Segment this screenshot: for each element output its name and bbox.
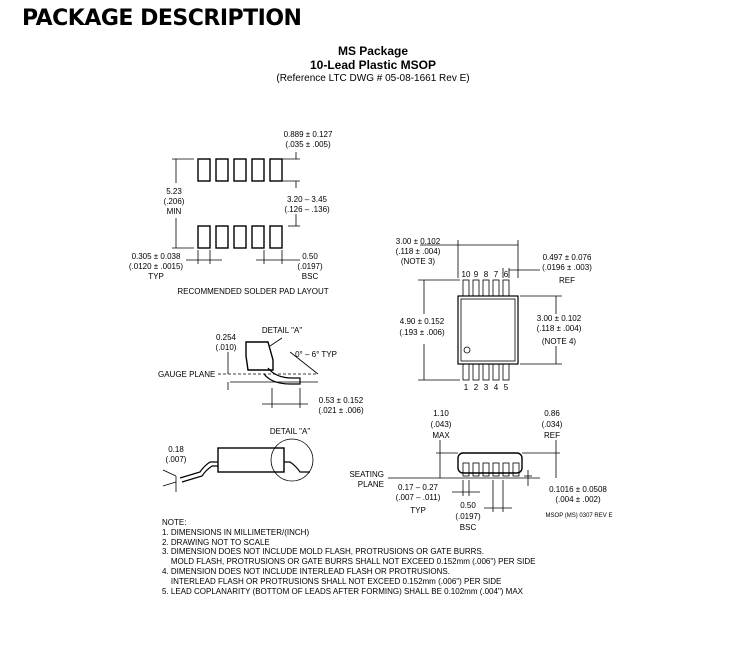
side-pitch-note: BSC bbox=[460, 523, 477, 532]
pad-width-note: TYP bbox=[148, 272, 164, 281]
pin-number: 6 bbox=[504, 270, 509, 279]
pin-numbers-top: 10 9 8 7 6 bbox=[462, 270, 509, 279]
notes-heading: NOTE: bbox=[162, 518, 187, 527]
seating-plane-label-2: PLANE bbox=[358, 480, 384, 489]
page-title: PACKAGE DESCRIPTION bbox=[22, 6, 302, 31]
package-name: MS Package bbox=[337, 44, 409, 58]
top-length-in: (.193 ± .006) bbox=[399, 328, 445, 337]
note-line: 2. DRAWING NOT TO SCALE bbox=[162, 537, 270, 547]
gauge-plane-label: GAUGE PLANE bbox=[158, 370, 215, 379]
detail-a-callout: DETAIL "A" bbox=[270, 427, 311, 436]
lead-thickness-note: TYP bbox=[410, 506, 426, 515]
seating-plane-label: SEATING bbox=[349, 470, 384, 479]
foot-length-mm: 0.53 ± 0.152 bbox=[319, 396, 364, 405]
standoff-note: REF bbox=[544, 431, 560, 440]
standoff-in: (.034) bbox=[542, 420, 563, 429]
pad-pitch-note: BSC bbox=[302, 272, 319, 281]
solder-pad-layout: 0.889 ± 0.127 (.035 ± .005) 5.23 (.206) … bbox=[129, 130, 333, 296]
notes: NOTE: 1. DIMENSIONS IN MILLIMETER/(INCH)… bbox=[162, 518, 535, 596]
pad-pitch-in: (.0197) bbox=[297, 262, 323, 271]
gauge-mm: 0.254 bbox=[216, 333, 237, 342]
side-pitch-in: (.0197) bbox=[455, 512, 481, 521]
package-subtitle: 10-Lead Plastic MSOP bbox=[309, 58, 437, 72]
pad-gap-mm: 3.20 – 3.45 bbox=[287, 195, 328, 204]
note-line: 1. DIMENSIONS IN MILLIMETER/(INCH) bbox=[162, 527, 310, 537]
pin-number: 8 bbox=[484, 270, 489, 279]
pad-height-in: (.206) bbox=[164, 197, 185, 206]
detail-a-label: DETAIL "A" bbox=[262, 326, 303, 335]
solder-pad-caption: RECOMMENDED SOLDER PAD LAYOUT bbox=[177, 287, 328, 296]
note-line: INTERLEAD FLASH OR PROTRUSIONS SHALL NOT… bbox=[162, 576, 502, 586]
top-width-note: (NOTE 3) bbox=[401, 257, 436, 266]
lead-width-in: (.0196 ± .003) bbox=[542, 263, 592, 272]
solder-pads-top bbox=[197, 158, 283, 182]
note-line: 4. DIMENSION DOES NOT INCLUDE INTERLEAD … bbox=[162, 566, 450, 576]
pin-number: 5 bbox=[504, 383, 509, 392]
foot-length-in: (.021 ± .006) bbox=[318, 406, 364, 415]
side-height-in: (.043) bbox=[431, 420, 452, 429]
top-view-leads-top bbox=[462, 279, 510, 297]
note-line: 5. LEAD COPLANARITY (BOTTOM OF LEADS AFT… bbox=[162, 586, 523, 596]
body-width-in: (.118 ± .004) bbox=[537, 324, 582, 333]
top-view: 3.00 ± 0.102 (.118 ± .004) (NOTE 3) 0.49… bbox=[396, 237, 593, 392]
drawing-code: MSOP (MS) 0307 REV E bbox=[546, 513, 613, 519]
package-header: MS Package 10-Lead Plastic MSOP (Referen… bbox=[220, 44, 526, 86]
pin-number: 1 bbox=[464, 383, 469, 392]
lead-width-mm: 0.497 ± 0.076 bbox=[543, 253, 592, 262]
pin-number: 3 bbox=[484, 383, 489, 392]
clearance-mm: 0.1016 ± 0.0508 bbox=[549, 485, 607, 494]
detail-a-view: 0.254 (.010) DETAIL "A" 0° – 6° TYP GAUG… bbox=[158, 326, 364, 415]
lead-thickness-mm: 0.17 – 0.27 bbox=[398, 483, 439, 492]
top-width-mm: 3.00 ± 0.102 bbox=[396, 237, 441, 246]
pad-width-mm: 0.305 ± 0.038 bbox=[132, 252, 181, 261]
note-line: 3. DIMENSION DOES NOT INCLUDE MOLD FLASH… bbox=[162, 547, 484, 557]
pin-number: 10 bbox=[462, 270, 471, 279]
side-right-leads bbox=[462, 462, 520, 477]
body-width-mm: 3.00 ± 0.102 bbox=[537, 314, 582, 323]
lead-angle: 0° – 6° TYP bbox=[295, 350, 337, 359]
pad-pitch-top-mm: 0.889 ± 0.127 bbox=[284, 130, 333, 139]
lead-thickness-in: (.007 – .011) bbox=[396, 493, 441, 502]
side-pitch-mm: 0.50 bbox=[460, 501, 476, 510]
top-width-in: (.118 ± .004) bbox=[396, 247, 441, 256]
pad-gap-in: (.126 – .136) bbox=[284, 205, 330, 214]
note-line: MOLD FLASH, PROTRUSIONS OR GATE BURRS SH… bbox=[162, 557, 536, 567]
pad-height-mm: 5.23 bbox=[166, 187, 182, 196]
pad-width-in: (.0120 ± .0015) bbox=[129, 262, 184, 271]
side-view-left: 0.18 (.007) DETAIL "A" bbox=[162, 427, 314, 492]
solder-pads-bottom bbox=[197, 225, 283, 249]
side-left-dim-mm: 0.18 bbox=[168, 445, 184, 454]
pad-pitch-top-in: (.035 ± .005) bbox=[285, 140, 331, 149]
pad-height-note: MIN bbox=[167, 207, 182, 216]
pin-number: 9 bbox=[474, 270, 479, 279]
pad-pitch-mm: 0.50 bbox=[302, 252, 318, 261]
pin-number: 2 bbox=[474, 383, 479, 392]
pin-numbers-bottom: 1 2 3 4 5 bbox=[464, 383, 509, 392]
pin-number: 4 bbox=[494, 383, 499, 392]
lead-width-note: REF bbox=[559, 276, 575, 285]
gauge-in: (.010) bbox=[216, 343, 237, 352]
standoff-mm: 0.86 bbox=[544, 409, 560, 418]
side-view-right: 1.10 (.043) MAX 0.86 (.034) REF SEATING … bbox=[349, 409, 612, 532]
package-reference: (Reference LTC DWG # 05-08-1661 Rev E) bbox=[276, 73, 470, 84]
clearance-in: (.004 ± .002) bbox=[555, 495, 601, 504]
side-left-dim-in: (.007) bbox=[166, 455, 187, 464]
top-length-mm: 4.90 ± 0.152 bbox=[400, 317, 445, 326]
top-view-leads-bottom bbox=[462, 363, 510, 381]
body-width-note: (NOTE 4) bbox=[542, 337, 577, 346]
side-height-mm: 1.10 bbox=[433, 409, 449, 418]
pin-number: 7 bbox=[494, 270, 499, 279]
side-height-note: MAX bbox=[432, 431, 450, 440]
